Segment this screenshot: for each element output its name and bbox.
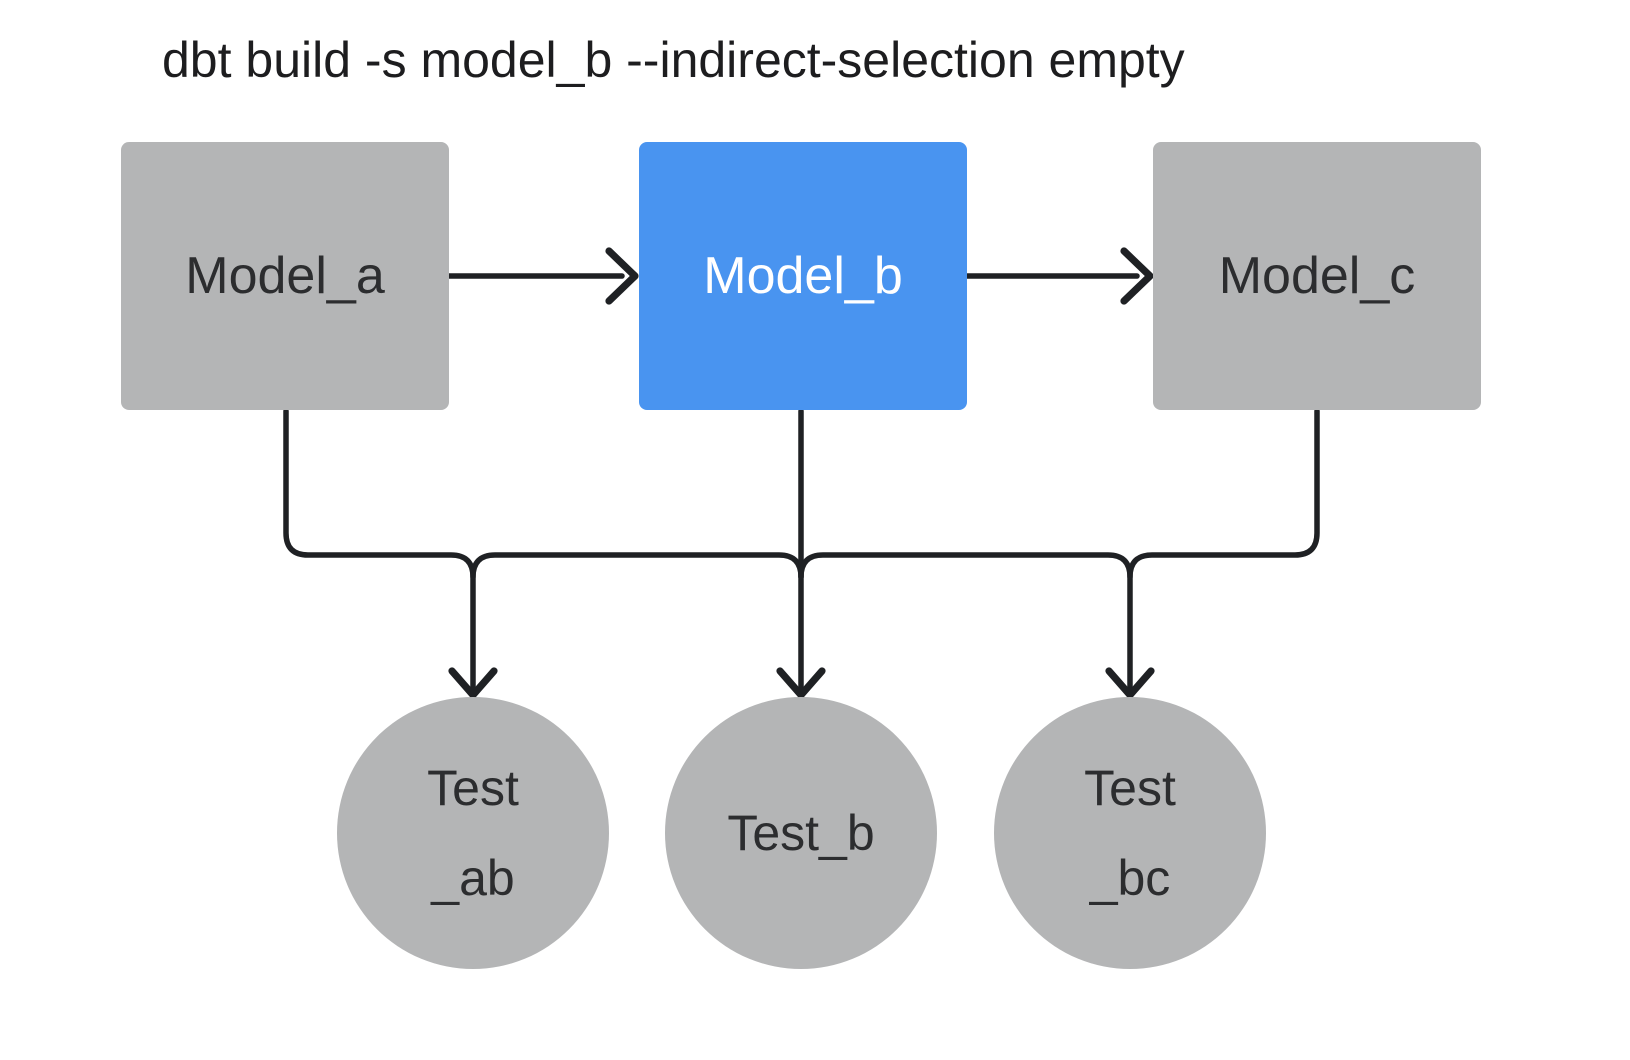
diagram-title: dbt build -s model_b --indirect-selectio…: [162, 32, 1185, 88]
node-model-b-label: Model_b: [703, 247, 903, 305]
bus-segment-right: [798, 552, 1133, 694]
arrowhead-test-bc-icon: [1105, 667, 1155, 699]
node-test-ab-label-line2: _ab: [431, 850, 515, 906]
node-model-c: Model_c: [1153, 142, 1481, 410]
edge-model-a-to-model-b-arrowhead-icon: [605, 247, 639, 305]
node-model-a-label: Model_a: [185, 247, 385, 305]
arrowhead-test-b-icon: [776, 667, 826, 699]
node-test-bc-label-line1: Test: [1084, 760, 1176, 816]
arrowhead-test-ab-icon: [448, 667, 498, 699]
node-model-b-selected: Model_b: [639, 142, 967, 410]
connector-model-c-down: [1127, 408, 1320, 580]
connector-model-a-down: [283, 408, 476, 694]
node-test-b: Test_b: [665, 697, 937, 969]
node-test-ab-label-line1: Test: [427, 760, 519, 816]
edge-model-b-to-model-c-arrowhead-icon: [1120, 247, 1154, 305]
node-model-c-label: Model_c: [1218, 247, 1416, 305]
node-test-bc: Test _bc: [994, 697, 1266, 969]
bus-segment-left: [470, 552, 804, 580]
node-test-ab: Test _ab: [337, 697, 609, 969]
node-test-bc-label-line2: _bc: [1089, 850, 1171, 906]
node-test-b-label-line1: Test_b: [727, 805, 875, 861]
node-model-a: Model_a: [121, 142, 449, 410]
